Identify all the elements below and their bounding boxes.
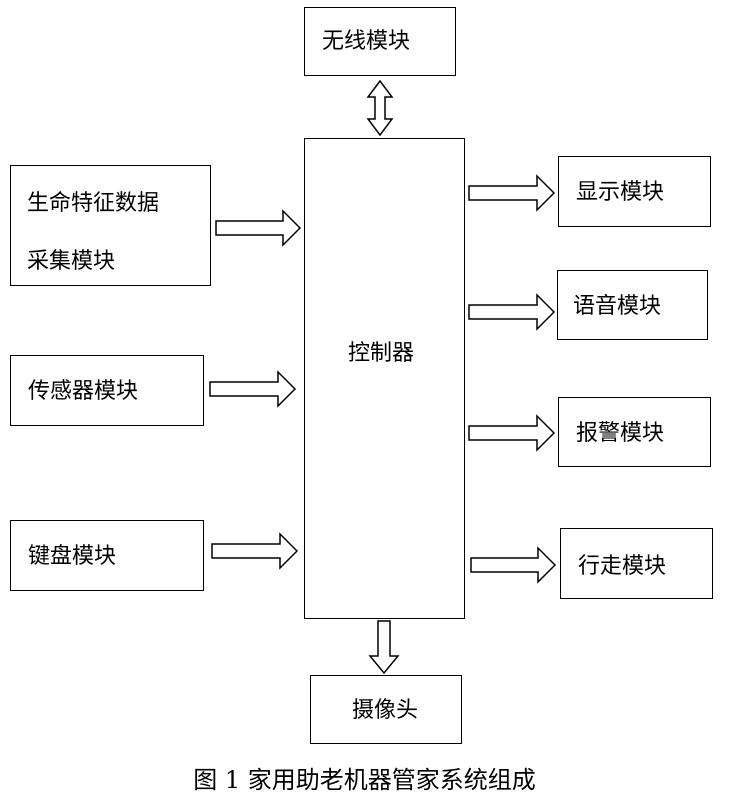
alarm-module-label: 报警模块 <box>576 421 665 446</box>
display-module-box <box>558 156 711 227</box>
controller-to-camera-arrow <box>368 620 400 675</box>
alarm-module-box <box>558 397 711 467</box>
vital-signs-label-line1: 生命特征数据 <box>27 191 160 216</box>
figure-caption: 图 1 家用助老机器管家系统组成 <box>193 766 536 794</box>
keyboard-to-controller-arrow <box>211 532 299 570</box>
vital-signs-module-box <box>10 165 211 286</box>
camera-module-box <box>310 675 462 744</box>
controller-box <box>304 138 465 619</box>
controller-label: 控制器 <box>348 341 415 366</box>
voice-module-box <box>557 270 708 340</box>
voice-module-label: 语音模块 <box>573 294 662 319</box>
walking-module-box <box>560 528 713 599</box>
keyboard-module-label: 键盘模块 <box>28 544 117 569</box>
vital-signs-label-line2: 采集模块 <box>27 249 116 274</box>
walking-module-label: 行走模块 <box>578 554 667 579</box>
wireless-module-label: 无线模块 <box>322 29 411 54</box>
wireless-module-box <box>304 7 456 76</box>
wireless-controller-double-arrow <box>366 79 394 137</box>
controller-to-voice-arrow <box>468 293 556 331</box>
controller-to-walking-arrow <box>470 546 557 584</box>
sensor-to-controller-arrow <box>209 370 297 408</box>
keyboard-module-box <box>10 520 204 591</box>
sensor-module-label: 传感器模块 <box>28 379 139 404</box>
controller-to-alarm-arrow <box>468 414 556 452</box>
sensor-module-box <box>10 355 204 426</box>
vital-signs-to-controller-arrow <box>215 209 302 247</box>
controller-to-display-arrow <box>468 174 556 212</box>
camera-module-label: 摄像头 <box>352 698 419 723</box>
display-module-label: 显示模块 <box>576 180 665 205</box>
